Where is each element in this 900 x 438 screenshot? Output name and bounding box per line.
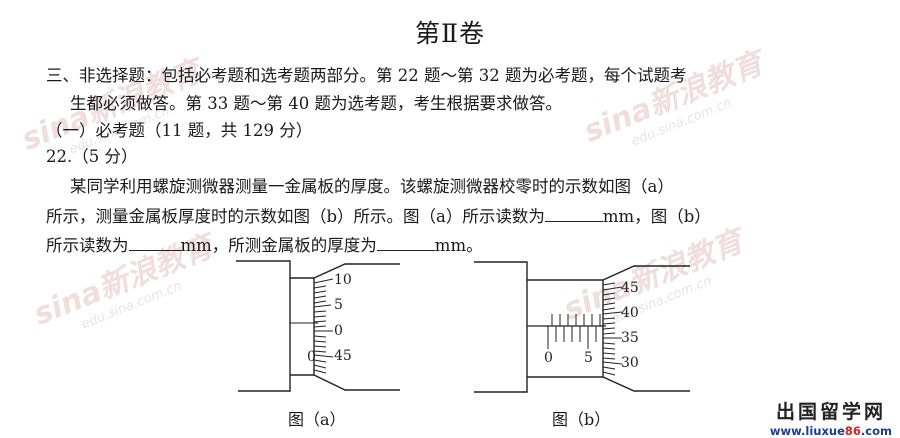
logo-name: 出国留学网 — [775, 401, 886, 423]
answer-blank-a[interactable] — [544, 207, 603, 222]
figure-a-labels: 10 5 0 45 0 — [307, 272, 352, 365]
answer-blank-b[interactable] — [128, 236, 181, 251]
svg-text:30: 30 — [621, 355, 639, 371]
svg-text:5: 5 — [584, 350, 593, 366]
micrometer-figure-b — [474, 261, 690, 393]
page-title: 第Ⅱ卷 — [415, 19, 485, 48]
svg-text:45: 45 — [334, 348, 352, 364]
svg-text:45: 45 — [621, 280, 639, 296]
figure-a-caption: 图（a） — [288, 410, 346, 429]
svg-text:0: 0 — [544, 350, 553, 366]
figure-b-labels: 45 40 35 30 0 5 — [544, 280, 639, 371]
figure-b-caption: 图（b） — [552, 410, 611, 429]
section-instructions-line1: 三、非选择题：包括必考题和选考题两部分。第 22 题～第 32 题为必考题，每个… — [46, 66, 687, 85]
svg-text:10: 10 — [334, 272, 352, 288]
liuxue86-logo: 出国留学网 www.liuxue86.com — [770, 397, 892, 438]
svg-text:0: 0 — [334, 323, 343, 339]
answer-blank-thickness[interactable] — [376, 236, 435, 251]
svg-text:0: 0 — [307, 349, 316, 365]
logo-url: www.liuxue86.com — [769, 424, 892, 438]
question-number: 22.（5 分） — [46, 147, 138, 166]
micrometer-figure-a — [236, 260, 400, 392]
svg-text:40: 40 — [621, 305, 639, 321]
section-instructions-line2: 生都必须做答。第 33 题～第 40 题为选考题，考生根据要求做答。 — [70, 94, 562, 113]
section-subheading: （一）必考题（11 题，共 129 分） — [46, 121, 313, 140]
svg-text:35: 35 — [621, 330, 639, 346]
svg-text:5: 5 — [334, 297, 343, 313]
question-text-line1: 某同学利用螺旋测微器测量一金属板的厚度。该螺旋测微器校零时的示数如图（a） — [70, 177, 674, 196]
